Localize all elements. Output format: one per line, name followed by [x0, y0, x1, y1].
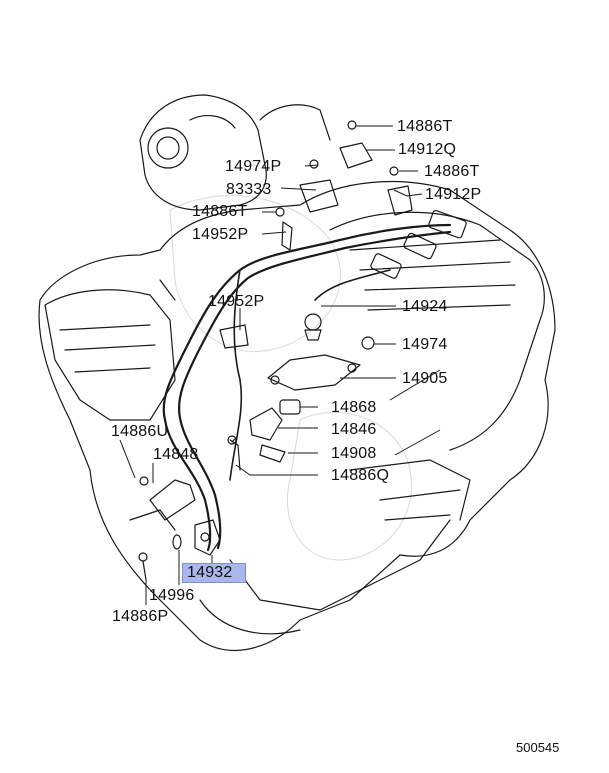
part-label[interactable]: 14886T: [192, 203, 248, 220]
part-label[interactable]: 14912Q: [398, 141, 457, 158]
cam-sensor: [194, 519, 221, 556]
diagram-code: 500545: [516, 740, 560, 755]
part-label[interactable]: 14886Q: [331, 467, 390, 484]
part-label[interactable]: 14952P: [192, 226, 249, 243]
throttle-body: [147, 127, 189, 169]
part-label[interactable]: 14868: [331, 399, 377, 416]
intake-manifold: [139, 94, 267, 211]
valve-cover-right: [329, 211, 545, 451]
part-label[interactable]: 83333: [226, 181, 272, 198]
part-label[interactable]: 14886P: [112, 608, 169, 625]
connector-upper: [428, 209, 467, 239]
o-ring: [172, 534, 182, 550]
valve-cover-left: [44, 289, 176, 421]
wiring-harness: [162, 223, 452, 552]
engine-block-outline: [38, 180, 556, 651]
bolt-14886P: [138, 552, 148, 562]
part-label-highlighted[interactable]: 14932: [182, 563, 246, 583]
part-label[interactable]: 14912P: [425, 186, 482, 203]
leader-lines: [119, 125, 441, 605]
part-label[interactable]: 14886T: [397, 118, 453, 135]
part-label[interactable]: 14905: [402, 370, 448, 387]
bolt-14886U: [139, 476, 149, 486]
part-label[interactable]: 14974: [402, 336, 448, 353]
part-label[interactable]: 14846: [331, 421, 377, 438]
part-label[interactable]: 14886T: [424, 163, 480, 180]
bolt-14974: [361, 336, 375, 350]
knock-sensor: [304, 313, 322, 331]
part-label[interactable]: 14924: [402, 298, 448, 315]
oil-pan: [229, 519, 451, 611]
part-label[interactable]: 14908: [331, 445, 377, 462]
part-label[interactable]: 14996: [149, 587, 195, 604]
part-label[interactable]: 14974P: [225, 158, 282, 175]
crank-sensor: [249, 407, 283, 441]
watermark-shape: [169, 195, 412, 561]
sensor-bracket: [149, 479, 196, 521]
part-label[interactable]: 14952P: [208, 293, 265, 310]
harness-bracket: [267, 354, 361, 391]
part-label[interactable]: 14848: [153, 446, 199, 463]
part-label[interactable]: 14886U: [111, 423, 169, 440]
